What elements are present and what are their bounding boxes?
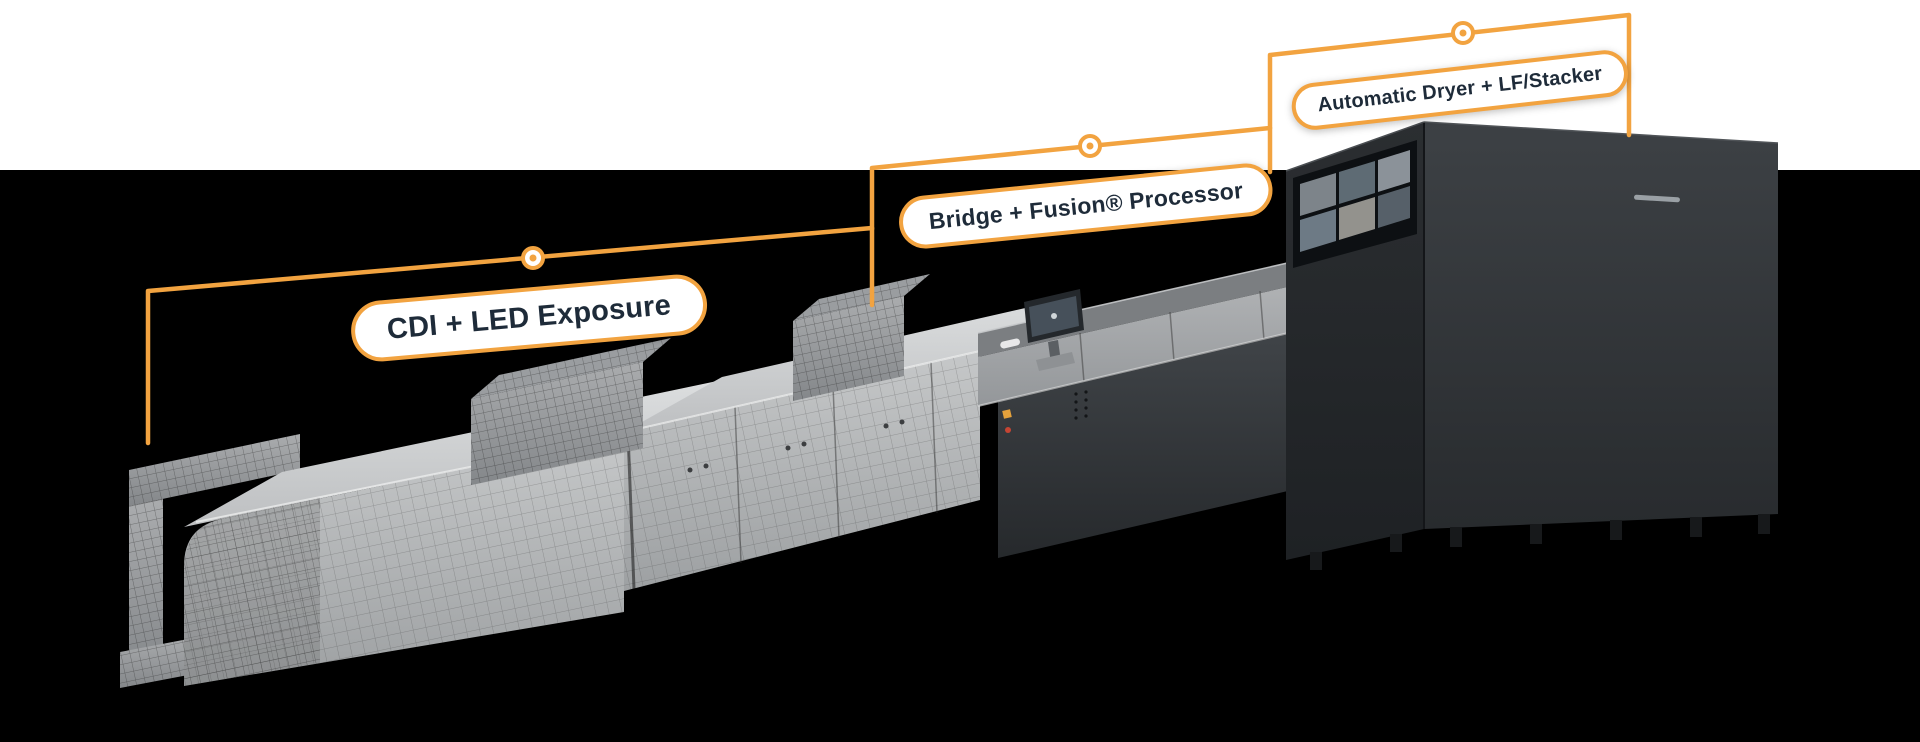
plate-loading-frame: [120, 434, 300, 688]
connector-dryer: [1267, 12, 1632, 138]
cdi-led-exposure-unit: [184, 380, 722, 686]
cabinet-vent: [1634, 194, 1680, 203]
hotspot-node-dryer[interactable]: [1451, 21, 1475, 45]
mesh-bridge-beam-2: [793, 274, 930, 401]
callout-connectors: [145, 12, 1632, 446]
automatic-dryer-lf-stacker-unit: [1285, 121, 1779, 570]
hotspot-node-cdi[interactable]: [521, 246, 545, 270]
connector-bridge: [869, 125, 1273, 232]
cabinet-display-screen: [1293, 140, 1417, 268]
hotspot-node-bridge[interactable]: [1078, 134, 1102, 158]
esko-logo-mark: [1000, 338, 1020, 349]
connector-cdi: [145, 225, 875, 446]
cabinet-feet: [1310, 514, 1770, 570]
mesh-bridge-beam-1: [471, 338, 671, 485]
control-panel-monitor: [1024, 289, 1084, 371]
processor-vent-dots: [1074, 390, 1088, 420]
